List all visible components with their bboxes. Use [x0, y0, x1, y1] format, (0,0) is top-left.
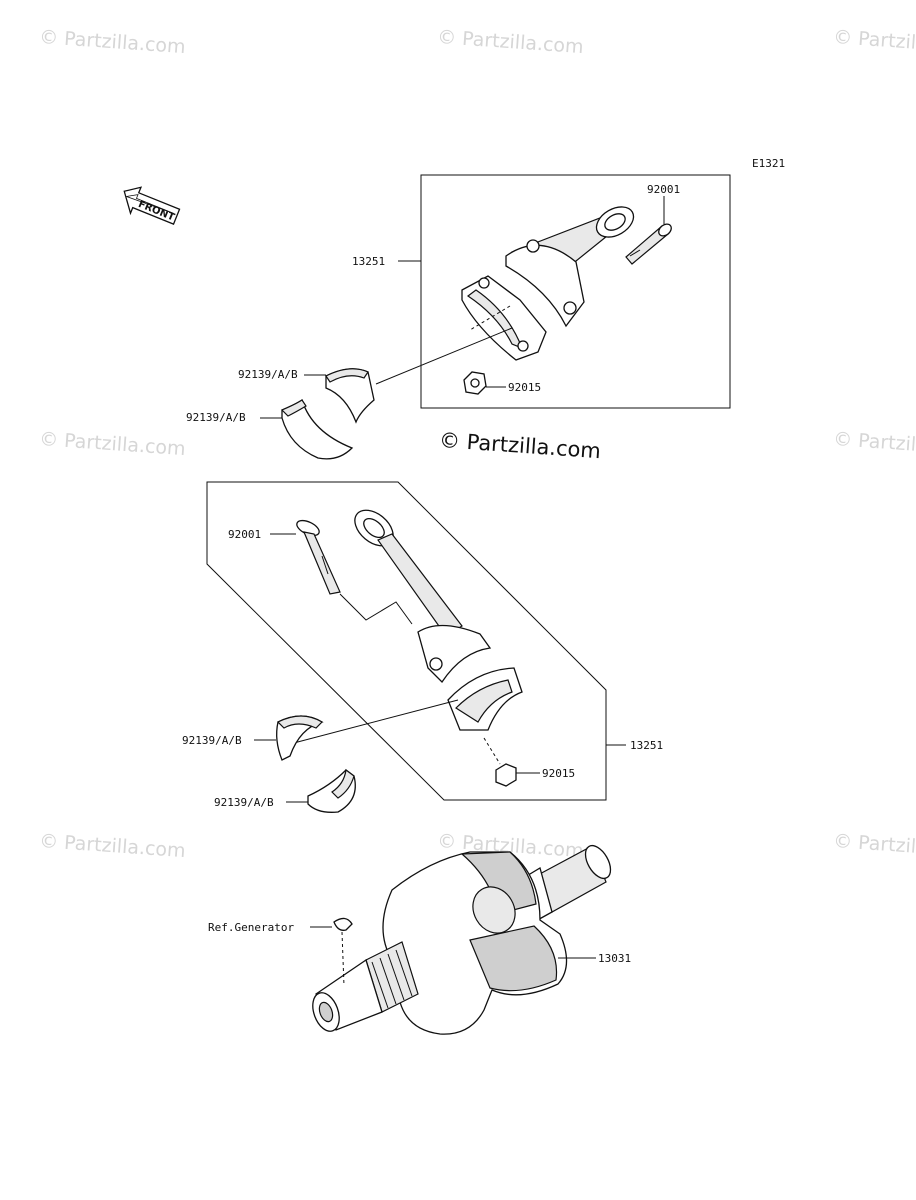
diagram-id: E1321	[752, 157, 785, 170]
middle-connecting-rod[interactable]	[348, 503, 492, 684]
crankshaft-group: 13031 Ref.Generator	[208, 841, 631, 1035]
top-bearing-upper-label: 92139/A/B	[238, 368, 298, 381]
middle-rod-cap[interactable]	[447, 667, 523, 731]
top-assembly-frame	[420, 174, 731, 409]
crankshaft-label: 13031	[598, 952, 631, 965]
middle-assembly-label: 13251	[630, 739, 663, 752]
front-arrow-icon: FRONT	[123, 186, 181, 225]
middle-nut-label: 92015	[542, 767, 575, 780]
top-bearing-lower[interactable]	[280, 398, 354, 460]
middle-connecting-rod-group: 13251 92001 92015	[182, 481, 663, 813]
woodruff-key[interactable]	[333, 917, 353, 931]
middle-bearing-lower-label: 92139/A/B	[214, 796, 274, 809]
middle-bearing-upper-label: 92139/A/B	[182, 734, 242, 747]
middle-bolt[interactable]	[295, 517, 341, 595]
top-bearing-upper[interactable]	[325, 368, 375, 424]
top-connecting-rod-group: 13251 92001	[186, 174, 731, 460]
top-assembly-label: 13251	[352, 255, 385, 268]
key-ref-label: Ref.Generator	[208, 921, 294, 934]
crankshaft[interactable]	[308, 841, 616, 1035]
top-bolt[interactable]	[625, 222, 674, 265]
top-bolt-label: 92001	[647, 183, 680, 196]
top-nut-label: 92015	[508, 381, 541, 394]
top-connecting-rod[interactable]	[505, 201, 639, 328]
middle-bolt-label: 92001	[228, 528, 261, 541]
middle-nut[interactable]	[495, 763, 517, 787]
middle-assembly-frame	[206, 481, 607, 801]
middle-bearing-lower[interactable]	[307, 768, 356, 813]
top-rod-cap[interactable]	[461, 275, 547, 361]
top-bearing-lower-label: 92139/A/B	[186, 411, 246, 424]
middle-bearing-upper[interactable]	[276, 715, 324, 761]
top-nut[interactable]	[463, 371, 487, 395]
